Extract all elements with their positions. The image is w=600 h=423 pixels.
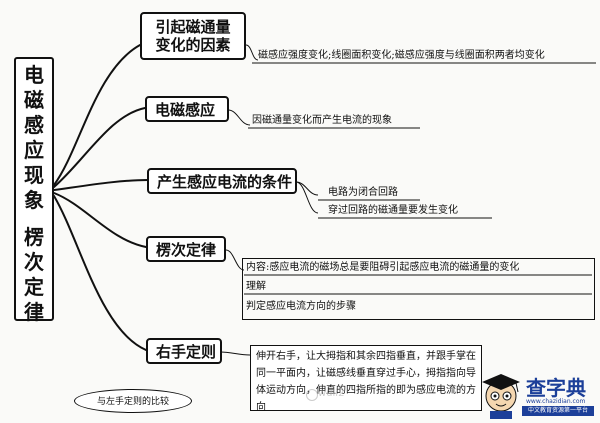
connector-root-branch-2	[53, 107, 146, 188]
root-char-2: 磁	[24, 88, 44, 112]
root-char-6: 象	[24, 188, 44, 212]
logo-url: www.chazidian.com	[526, 398, 586, 405]
root-char-7: 楞	[24, 225, 44, 249]
root-char-3: 感	[24, 113, 44, 137]
detail-lenz-steps: 判定感应电流方向的步骤	[246, 301, 356, 312]
watermark-text: wuli2	[318, 388, 345, 399]
root-char-1: 电	[24, 63, 44, 87]
connector-branch-5-detail	[219, 351, 251, 356]
branch-right-hand-rule-label: 右手定则	[156, 343, 217, 361]
connector-branch-3-detail-2	[295, 181, 319, 214]
detail-conditions-2: 穿过回路的磁通量要发生变化	[328, 205, 458, 216]
detail-causes: 磁感应强度变化;线圈面积变化;磁感应强度与线圈面积两者均变化	[258, 50, 545, 61]
branch-causes-line-2: 变化的因素	[155, 36, 231, 54]
root-char-8: 次	[24, 250, 44, 274]
logo-tagline: 中文教育资源第一平台	[522, 406, 594, 416]
root-char-4: 应	[24, 138, 44, 162]
branch-lenz: 楞次定律	[146, 236, 226, 262]
detail-lenz-content: 内容:感应电流的磁场总是要阻碍引起感应电流的磁通量的变化	[246, 262, 520, 273]
connector-root-branch-4	[53, 192, 147, 248]
root-char-9: 定	[24, 275, 44, 299]
branch-lenz-label: 楞次定律	[156, 241, 217, 259]
branch-conditions: 产生感应电流的条件	[147, 168, 297, 194]
root-char-5: 现	[24, 163, 44, 187]
branch-causes: 引起磁通量 变化的因素	[140, 12, 246, 60]
branch-causes-line-1: 引起磁通量	[155, 18, 231, 36]
connector-root-branch-3	[53, 179, 149, 191]
connector-branch-2-detail	[227, 109, 251, 126]
compare-left-hand-rule-note: 与左手定则的比较	[74, 389, 192, 413]
connector-branch-1-detail	[245, 44, 259, 61]
detail-conditions-1: 电路为闭合回路	[328, 187, 398, 198]
branch-conditions-label: 产生感应电流的条件	[157, 173, 293, 191]
detail-lenz-understanding: 理解	[246, 281, 266, 292]
branch-right-hand-rule: 右手定则	[146, 338, 222, 364]
branch-induction-label: 电磁感应	[155, 101, 216, 119]
watermark-icon	[306, 389, 318, 401]
branch-induction: 电磁感应	[145, 96, 229, 122]
root-gap	[16, 213, 52, 225]
mascot-icon	[482, 374, 520, 419]
detail-induction: 因磁通量变化而产生电流的现象	[252, 115, 392, 126]
right-hand-rule-paragraph: 伸开右手，让大拇指和其余四指垂直，并跟手掌在同一平面内，让磁感线垂直穿过手心，拇…	[256, 351, 476, 413]
right-hand-rule-frame	[250, 345, 482, 411]
lenz-detail-frame	[242, 258, 595, 320]
root-topic: 电 磁 感 应 现 象 楞 次 定 律	[14, 57, 54, 324]
connector-root-branch-1	[53, 44, 141, 186]
connector-root-branch-5	[53, 195, 147, 351]
connector-branch-3-detail	[295, 181, 319, 196]
root-char-10: 律	[24, 300, 44, 324]
logo-title: 查字典	[526, 376, 586, 400]
chazidian-logo: 查字典 www.chazidian.com 中文教育资源第一平台	[478, 368, 596, 420]
